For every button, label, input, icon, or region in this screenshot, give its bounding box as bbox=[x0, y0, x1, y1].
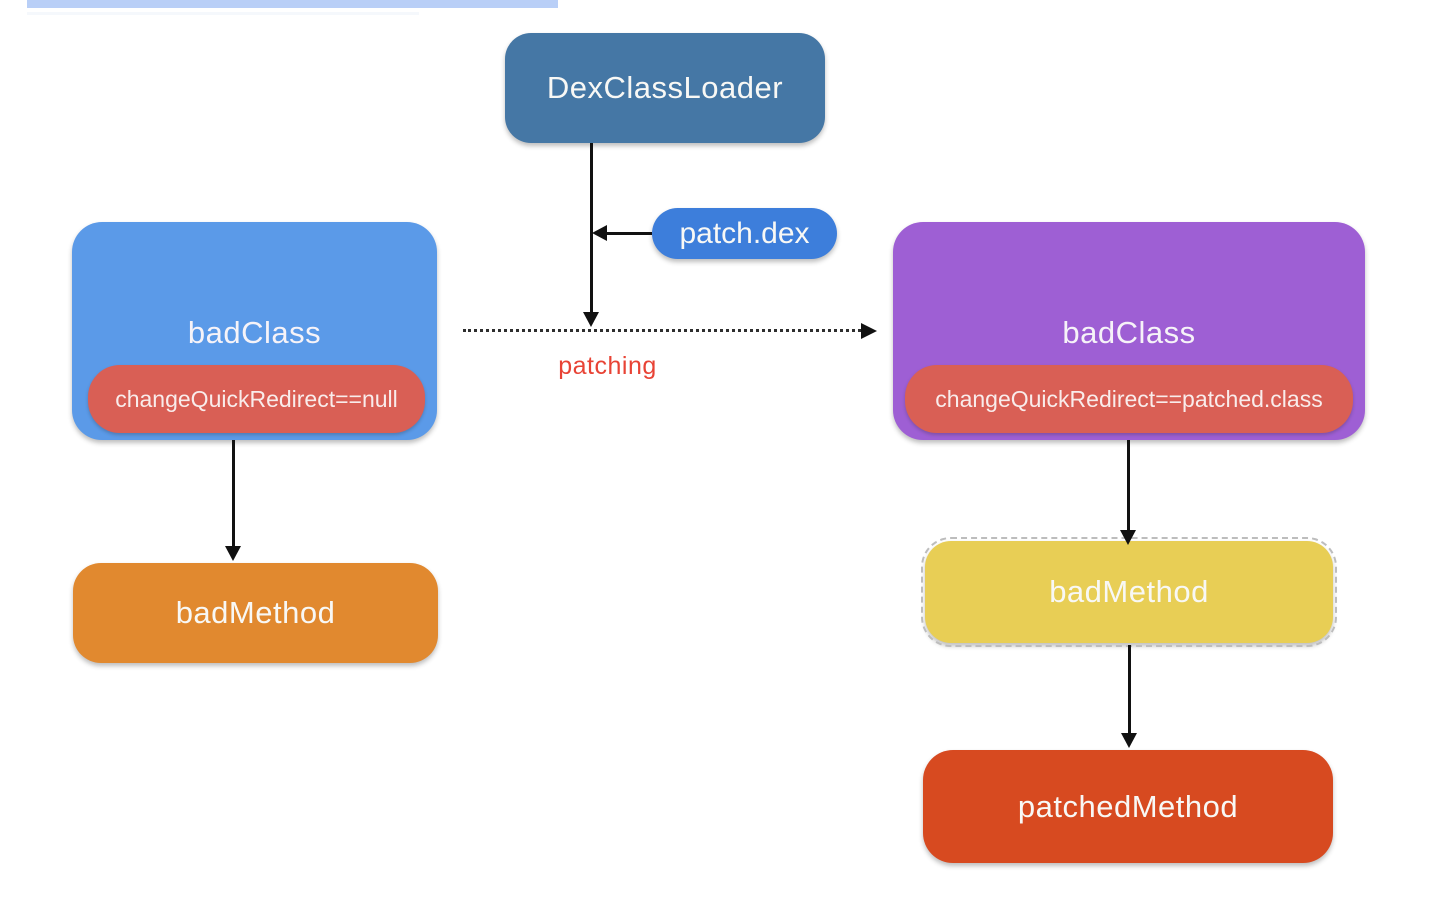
arrow-patchdex-left-line bbox=[607, 232, 652, 235]
arrow-badmethod-right-down-line bbox=[1128, 645, 1131, 734]
arrow-dexloader-down-head bbox=[583, 312, 599, 327]
arrow-badclass-left-down-line bbox=[232, 440, 235, 547]
arrow-badclass-left-down-head bbox=[225, 546, 241, 561]
change-quick-redirect-null-pill: changeQuickRedirect==null bbox=[88, 365, 425, 433]
arrow-dexloader-down-line bbox=[590, 143, 593, 313]
change-quick-redirect-patched-pill: changeQuickRedirect==patched.class bbox=[905, 365, 1353, 433]
patch-dex-label: patch.dex bbox=[679, 216, 810, 250]
patched-method-node: patchedMethod bbox=[923, 750, 1333, 863]
dex-class-loader-label: DexClassLoader bbox=[546, 70, 784, 105]
dex-class-loader-node: DexClassLoader bbox=[505, 33, 825, 143]
patch-dex-node: patch.dex bbox=[652, 208, 837, 259]
bad-class-left-label: badClass bbox=[187, 315, 322, 350]
arrow-badclass-right-down-line bbox=[1127, 440, 1130, 531]
bad-class-left-node: badClass changeQuickRedirect==null bbox=[72, 222, 437, 440]
bad-method-left-label: badMethod bbox=[175, 595, 336, 630]
bad-class-right-node: badClass changeQuickRedirect==patched.cl… bbox=[893, 222, 1365, 440]
bad-class-right-label: badClass bbox=[1062, 315, 1196, 350]
bad-method-left-node: badMethod bbox=[73, 563, 438, 663]
patched-method-label: patchedMethod bbox=[1017, 788, 1239, 824]
patching-label: patching bbox=[558, 352, 657, 380]
arrow-patchdex-left-head bbox=[592, 225, 607, 241]
arrow-badmethod-right-down-head bbox=[1121, 733, 1137, 748]
patching-dotted-line bbox=[463, 329, 861, 332]
patching-arrow-head bbox=[861, 323, 877, 339]
bad-method-right-label: badMethod bbox=[1049, 574, 1209, 609]
arrow-badclass-right-down-head bbox=[1120, 530, 1136, 545]
bad-method-right-node: badMethod bbox=[921, 537, 1337, 647]
faint-line-artifact bbox=[27, 12, 419, 15]
selection-highlight-artifact bbox=[27, 0, 558, 8]
